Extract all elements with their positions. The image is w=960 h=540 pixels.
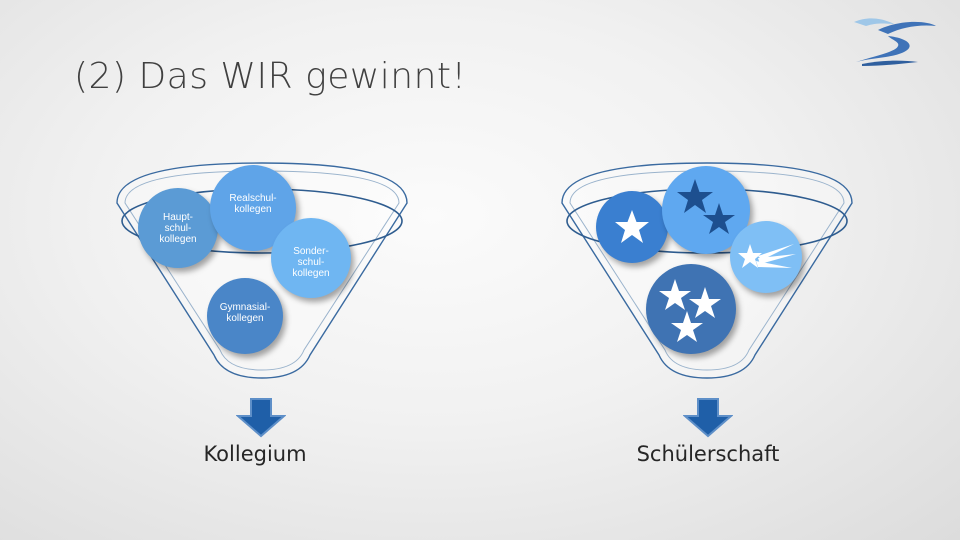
shooting-star-icon <box>738 244 796 268</box>
star-icon <box>615 210 649 243</box>
ball-hauptschulkollegen: Haupt- schul- kollegen <box>138 188 218 268</box>
ball-three-stars <box>646 264 736 354</box>
ball-star <box>596 191 668 263</box>
three-stars-icon <box>659 279 721 342</box>
label-kollegium: Kollegium <box>203 442 307 466</box>
arrow-down-icon <box>236 398 286 438</box>
school-logo-icon <box>854 18 936 66</box>
arrow-down-icon <box>683 398 733 438</box>
label-schuelerschaft: Schülerschaft <box>636 442 780 466</box>
ball-two-stars <box>662 166 750 254</box>
ball-gymnasialkollegen: Gymnasial- kollegen <box>207 278 283 354</box>
ball-sonderschulkollegen: Sonder- schul- kollegen <box>271 218 351 298</box>
ball-shooting-star <box>730 221 802 293</box>
two-stars-icon <box>677 179 735 234</box>
page-title: (2) Das WIR gewinnt! <box>74 56 467 97</box>
